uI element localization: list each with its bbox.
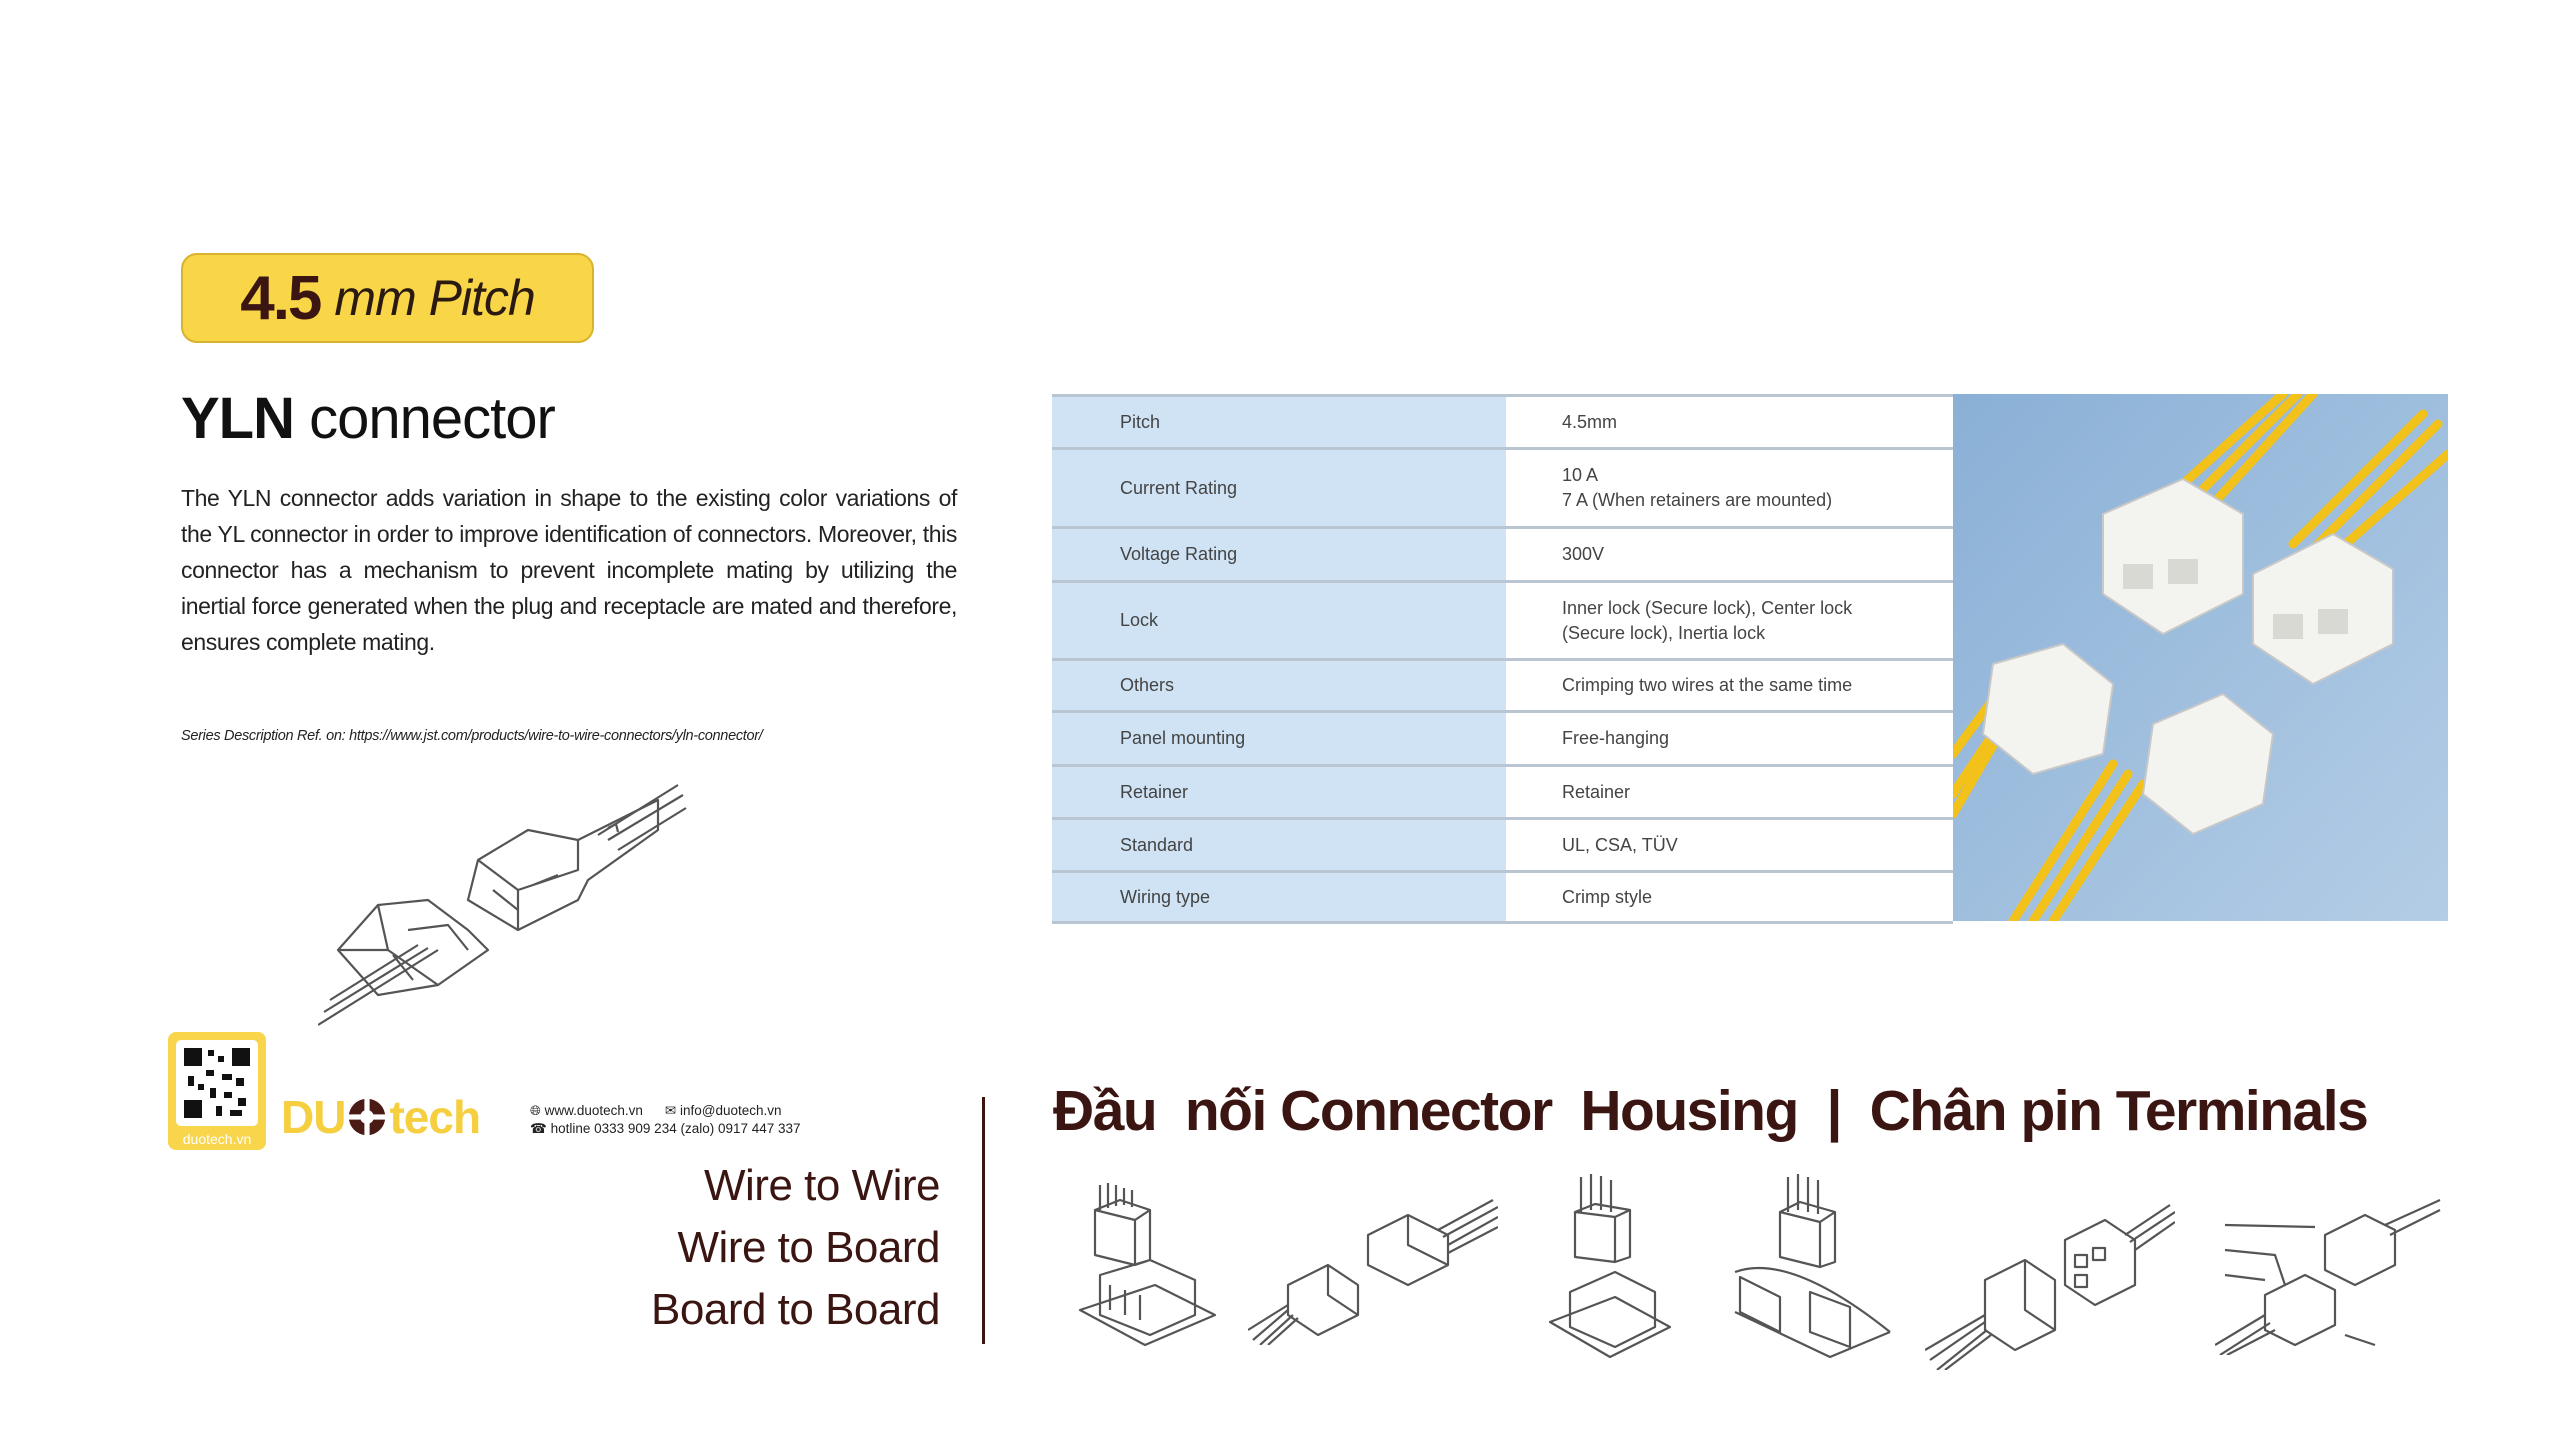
category-board-to-board: Board to Board [651, 1285, 940, 1334]
spec-label: Voltage Rating [1052, 526, 1506, 583]
table-row: Panel mounting Free-hanging [1052, 710, 1953, 767]
table-row: Current Rating 10 A 7 A (When retainers ar… [1052, 447, 1953, 529]
table-row: Pitch 4.5mm [1052, 394, 1953, 450]
mail-icon: ✉ [664, 1103, 677, 1118]
spec-value: Crimp style [1506, 870, 1953, 924]
reference-link[interactable]: Series Description Ref. on: https://www.… [181, 728, 763, 744]
qr-code [176, 1040, 258, 1126]
spec-value: Retainer [1506, 764, 1953, 820]
spec-value: Inner lock (Secure lock), Center lock (Se… [1506, 580, 1953, 661]
section-heading: Đầu nối Connector Housing | Chân pin Ter… [1053, 1079, 2369, 1143]
spec-value-line: 7 A (When retainers are mounted) [1562, 490, 1833, 510]
pitch-unit: mm Pitch [334, 270, 535, 326]
email-text: info@duotech.vn [679, 1103, 782, 1118]
table-row: Others Crimping two wires at the same tim… [1052, 658, 1953, 713]
spec-label: Current Rating [1052, 447, 1506, 529]
logo-o-icon [347, 1097, 388, 1137]
category-wire-to-board: Wire to Board [677, 1223, 941, 1272]
spec-value-line: 10 A [1562, 465, 1599, 485]
vertical-divider [982, 1097, 985, 1344]
product-photo [1948, 389, 2453, 926]
wire-to-wire-illustration [1247, 1195, 1499, 1350]
pin-header-illustration [1545, 1172, 1675, 1367]
spec-label: Standard [1052, 817, 1506, 873]
spec-label: Wiring type [1052, 870, 1506, 924]
spec-value-line: 4.5mm [1562, 411, 1618, 432]
spec-value: Crimping two wires at the same time [1506, 658, 1953, 713]
qr-code-badge[interactable]: duotech.vn [168, 1032, 266, 1150]
table-row: Wiring type Crimp style [1052, 870, 1953, 924]
spec-value-line: Crimp style [1562, 886, 1653, 907]
spec-value-line: 300V [1562, 544, 1605, 564]
qr-label: duotech.vn [182, 1131, 252, 1147]
website-text: www.duotech.vn [544, 1103, 643, 1118]
spec-label: Retainer [1052, 764, 1506, 820]
spec-label: Pitch [1052, 394, 1506, 450]
right-angle-header-illustration [1730, 1172, 1895, 1367]
pitch-number: 4.5 [240, 263, 322, 333]
connector-drawing [317, 780, 688, 1030]
multi-pin-connector-illustration [1924, 1200, 2176, 1375]
table-row: Voltage Rating 300V [1052, 526, 1953, 583]
board-header-illustration [1075, 1180, 1225, 1355]
category-wire-to-wire: Wire to Wire [704, 1161, 941, 1210]
spec-value-line: UL, CSA, TÜV [1562, 834, 1678, 855]
email-link[interactable]: ✉ info@duotech.vn [665, 1103, 782, 1118]
globe-icon: 🌐︎ [530, 1103, 541, 1118]
spec-value: UL, CSA, TÜV [1506, 817, 1953, 873]
product-title-series: YLN [181, 386, 295, 451]
product-description: The YLN connector adds variation in shap… [181, 485, 957, 655]
product-title-rest: connector [294, 386, 556, 451]
spec-value: 300V [1506, 526, 1953, 583]
logo-text-tech: tech [389, 1091, 481, 1143]
spec-value-line: Free-hanging [1562, 728, 1670, 748]
website-link[interactable]: 🌐︎ www.duotech.vn [530, 1103, 643, 1118]
spec-value-line: Inner lock (Secure lock), Center lock [1562, 597, 1853, 618]
spec-table: Pitch 4.5mm Current Rating 10 A 7 A (When r… [1052, 394, 1953, 924]
spec-value-line: Retainer [1562, 781, 1631, 802]
spec-value: 4.5mm [1506, 394, 1953, 450]
spec-value-line: (Secure lock), Inertia lock [1562, 622, 1766, 643]
connector-parts-illustration [2214, 1195, 2445, 1360]
duotech-logo: DU tech [281, 1091, 481, 1143]
spec-value-line: Crimping two wires at the same time [1562, 675, 1853, 695]
spec-label: Others [1052, 658, 1506, 713]
logo-text-du: DU [281, 1091, 346, 1143]
phone-icon: ☎ [530, 1121, 547, 1136]
spec-label: Lock [1052, 580, 1506, 661]
spec-value: 10 A 7 A (When retainers are mounted) [1506, 447, 1953, 529]
spec-label: Panel mounting [1052, 710, 1506, 767]
spec-value: Free-hanging [1506, 710, 1953, 767]
contact-info: 🌐︎ www.duotech.vn ✉ info@duotech.vn ☎ hot… [530, 1102, 804, 1138]
table-row: Retainer Retainer [1052, 764, 1953, 820]
table-row: Standard UL, CSA, TÜV [1052, 817, 1953, 873]
product-title: YLN connector [181, 385, 556, 452]
hotline-text: hotline 0333 909 234 (zalo) 0917 447 337 [550, 1121, 801, 1136]
pitch-badge: 4.5 mm Pitch [181, 253, 594, 343]
